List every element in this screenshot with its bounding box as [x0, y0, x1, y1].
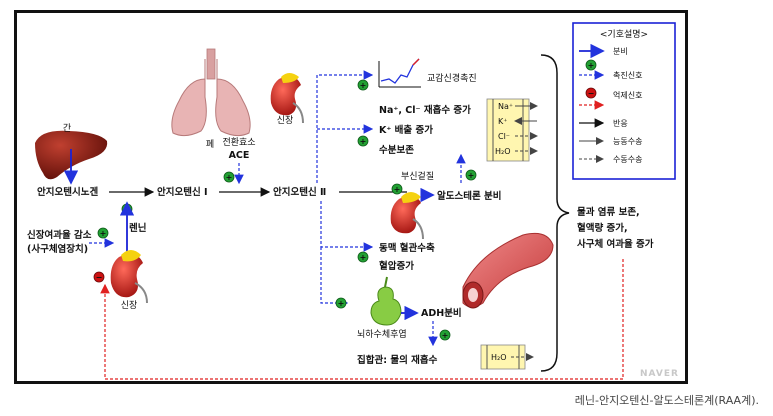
decrease-line2: (사구체염장치)	[27, 243, 88, 255]
pituitary-label: 뇌하수체후엽	[357, 329, 407, 340]
liver-label: 간	[63, 123, 71, 134]
h2o-box-label: H₂O	[491, 353, 507, 362]
sympathetic-graph	[378, 58, 421, 88]
svg-text:−: −	[588, 89, 595, 98]
artery-illustration	[462, 232, 554, 309]
ion-transport-box: Na⁺ K⁺ Cl⁻ H₂O	[486, 98, 538, 162]
inhibit-marker: −	[93, 271, 105, 283]
angiotensinogen-label: 안지오텐시노겐	[37, 186, 98, 198]
svg-text:+: +	[360, 81, 367, 90]
ion-h2o: H₂O	[495, 147, 511, 156]
angiotensin1-label: 안지오텐신 Ⅰ	[157, 186, 208, 198]
svg-text:+: +	[100, 229, 107, 238]
ion-k: K⁺	[498, 117, 507, 126]
kidney-top-label: 신장	[277, 115, 294, 126]
svg-text:+: +	[468, 171, 475, 180]
conversion-enzyme-label: 전환효소	[222, 136, 255, 148]
promote-marker: +	[357, 251, 369, 263]
svg-text:+: +	[226, 173, 233, 182]
lung-label: 폐	[206, 138, 214, 150]
promote-marker: +	[97, 227, 109, 239]
adrenal-kidney-illustration	[390, 192, 424, 240]
result-line1: 물과 염류 보존,	[577, 206, 640, 218]
kidney-bottom-label: 신장	[121, 300, 138, 311]
water-keep-label: 수분보존	[379, 145, 414, 156]
svg-text:+: +	[338, 299, 345, 308]
angiotensin2-label: 안지오텐신 Ⅱ	[273, 186, 326, 198]
raa-system-diagram: 간 폐 신장 전환효소 ACE 안지오텐시노겐 안지오텐신 Ⅰ 안지오텐신 Ⅱ …	[27, 22, 676, 380]
decrease-line1: 신장여과율 감소	[27, 229, 92, 241]
pituitary-illustration	[370, 276, 402, 326]
legend-title: <기호설명>	[600, 29, 648, 40]
aldosterone-label: 알도스테론 분비	[437, 190, 502, 202]
legend-item-inhibit: 억제신호	[613, 90, 642, 100]
lung-illustration: 폐	[171, 48, 251, 150]
liver-illustration: 간	[35, 123, 108, 185]
promote-marker: +	[357, 135, 369, 147]
promote-marker: +	[439, 329, 451, 341]
naver-watermark: NAVER	[640, 369, 679, 379]
ion-cl: Cl⁻	[498, 132, 510, 141]
adrenal-label: 부신겉질	[401, 170, 434, 182]
svg-text:+: +	[360, 137, 367, 146]
svg-text:+: +	[588, 61, 595, 70]
promote-marker: +	[391, 183, 403, 195]
legend-item-promote: 촉진신호	[613, 70, 642, 80]
svg-text:+: +	[360, 253, 367, 262]
adh-label: ADH분비	[421, 307, 462, 319]
promote-marker: +	[335, 297, 347, 309]
svg-text:+: +	[394, 185, 401, 194]
sympathetic-label: 교감신경촉진	[427, 72, 477, 84]
h2o-transport-box: H₂O	[480, 344, 534, 370]
legend-item-secretion: 분비	[613, 47, 628, 56]
result-line3: 사구체 여과율 증가	[577, 238, 654, 250]
kidney-top-illustration: 신장	[270, 73, 304, 126]
renin-label: 렌닌	[129, 222, 146, 234]
svg-text:−: −	[96, 273, 103, 282]
reabsorb-label: Na⁺, Cl⁻ 재흡수 증가	[379, 104, 471, 116]
svg-text:+: +	[442, 331, 449, 340]
ion-na: Na⁺	[498, 102, 513, 111]
legend-item-active: 능동수송	[613, 137, 642, 146]
figure-caption: 레닌-안지오텐신-알도스테론계(RAA계).	[574, 394, 759, 407]
feedback-inhibit-loop	[100, 259, 624, 380]
promote-marker: +	[465, 169, 477, 181]
ace-label: ACE	[229, 150, 250, 161]
effects-brace	[540, 54, 570, 372]
diagram-frame: 간 폐 신장 전환효소 ACE 안지오텐시노겐 안지오텐신 Ⅰ 안지오텐신 Ⅱ …	[14, 10, 688, 384]
legend-item-passive: 수동수송	[613, 155, 642, 164]
k-excrete-label: K⁺ 배출 증가	[379, 124, 433, 136]
vaso-line1: 동맥 혈관수축	[379, 242, 435, 254]
promote-marker: +	[223, 171, 235, 183]
kidney-bottom-illustration: 신장	[110, 250, 148, 311]
vaso-line2: 혈압증가	[379, 260, 414, 272]
result-line2: 혈액량 증가,	[577, 222, 628, 234]
collecting-label: 집합관: 물의 재흡수	[357, 354, 438, 366]
legend-item-reaction: 반응	[613, 119, 628, 128]
legend-box: <기호설명> 분비 + 촉진신호 − 억제신호 반응 능동수송 수동수송	[572, 22, 676, 180]
promote-marker: +	[357, 79, 369, 91]
